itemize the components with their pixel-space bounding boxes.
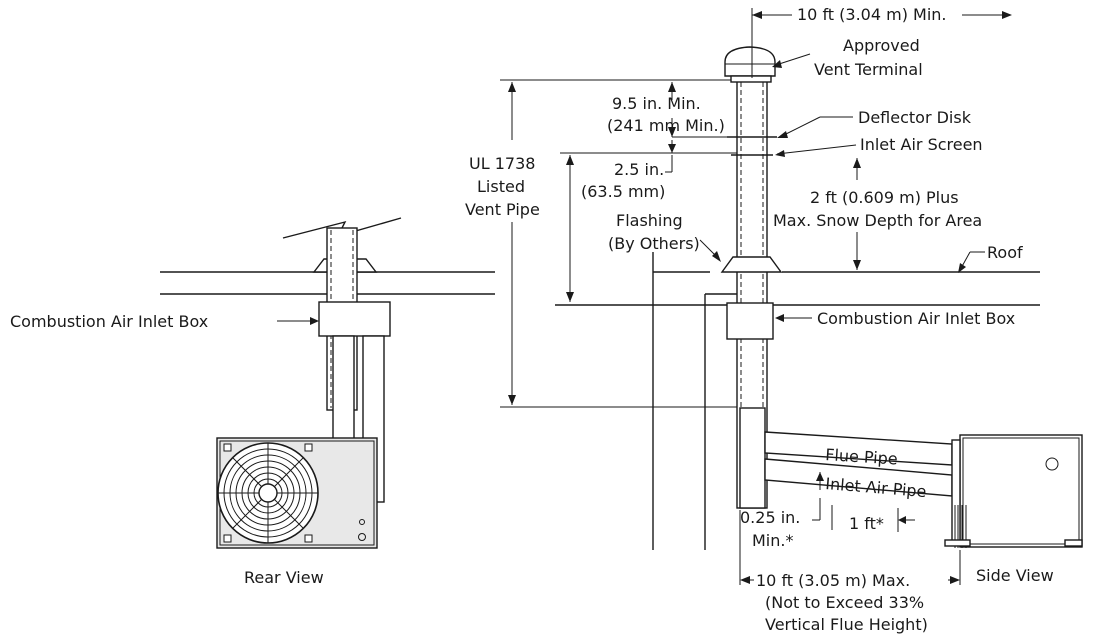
label-241-mm-min: (241 mm Min.) [607, 116, 725, 135]
label-combustion-air-inlet-box-right: Combustion Air Inlet Box [817, 309, 1015, 328]
label-9-5-in-min: 9.5 in. Min. [612, 94, 701, 113]
label-side-view: Side View [976, 566, 1054, 585]
label-63-5-mm: (63.5 mm) [581, 182, 665, 201]
combustion-air-inlet-box [726, 302, 774, 340]
flashing [720, 256, 783, 273]
label-2ft-plus: 2 ft (0.609 m) Plus [810, 188, 959, 207]
fan-guard-icon [217, 442, 319, 544]
label-ul-1738: UL 1738 [469, 154, 535, 173]
label-approved: Approved [843, 36, 920, 55]
rear-combustion-air-inlet-box [318, 301, 391, 337]
label-min-star: Min.* [752, 531, 793, 550]
label-flue-pipe: Flue Pipe [825, 445, 899, 469]
rear-view-drawing [160, 217, 495, 549]
label-2-5-in: 2.5 in. [614, 160, 664, 179]
label-inlet-air-screen: Inlet Air Screen [860, 135, 983, 154]
label-vertical-flue-height: Vertical Flue Height) [765, 615, 928, 634]
label-not-to-exceed: (Not to Exceed 33% [765, 593, 924, 612]
label-deflector-disk: Deflector Disk [858, 108, 972, 127]
label-listed: Listed [477, 177, 525, 196]
vent-assembly-drawing [500, 8, 1083, 585]
label-10ft-max: 10 ft (3.05 m) Max. [756, 571, 910, 590]
side-view-unit [959, 434, 1083, 548]
label-roof: Roof [987, 243, 1023, 262]
label-flashing: Flashing [616, 211, 683, 230]
label-1ft: 1 ft* [849, 514, 884, 533]
label-max-snow-depth: Max. Snow Depth for Area [773, 211, 982, 230]
label-10ft-min: 10 ft (3.04 m) Min. [797, 5, 947, 24]
label-rear-view: Rear View [244, 568, 324, 587]
label-by-others: (By Others) [608, 234, 700, 253]
label-vent-pipe: Vent Pipe [465, 200, 540, 219]
label-combustion-air-inlet-box-left: Combustion Air Inlet Box [10, 312, 208, 331]
vent-terminal-cap [724, 46, 776, 83]
label-vent-terminal: Vent Terminal [814, 60, 923, 79]
label-0-25-in: 0.25 in. [740, 508, 800, 527]
